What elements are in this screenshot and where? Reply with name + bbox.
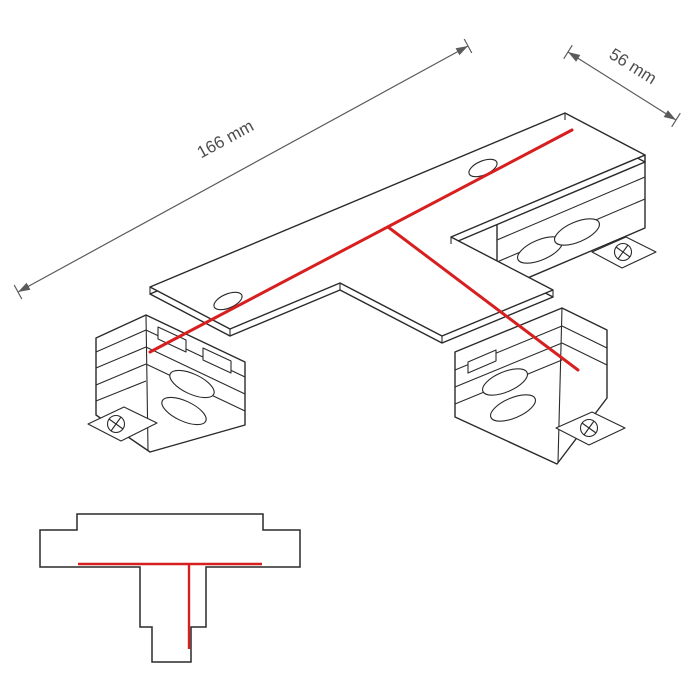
arrowhead-icon [663,110,676,120]
contact-clip [554,218,600,246]
dimension-end-ticks [563,44,681,128]
contact-clip [490,394,536,422]
dimension-width: 56 mm [563,44,681,128]
schematic-conductor-lines [78,562,262,649]
screw-hole [213,291,243,311]
contact-clip [169,369,215,399]
dimension-end-ticks [13,38,473,300]
left-block-lamination-lines [95,314,246,451]
top-view-schematic [39,513,301,663]
screw-slot-icon [108,416,124,432]
arrowhead-icon [568,52,581,62]
contact-clip [482,368,528,396]
conductor-main-run [148,128,574,354]
left-connector-block [87,314,246,453]
arrowhead-icon [18,282,31,292]
dimension-length-label: 166 mm [194,116,257,162]
plate-edge-ticks [149,113,646,343]
screw-slot-icon [615,244,631,260]
contact-clip [161,396,207,426]
schematic-conductor-run [78,562,262,649]
isometric-connector-view [87,112,657,465]
arrowhead-icon [455,46,468,56]
schematic-outline [39,513,301,663]
dimension-length-line [17,45,469,293]
conductor-lines [148,128,580,372]
dimension-width-line [567,51,677,121]
terminal-tab [467,349,497,374]
screw-slot-icon [581,420,597,436]
conductor-branch-run [386,225,580,372]
stem-connector-block [454,307,626,465]
